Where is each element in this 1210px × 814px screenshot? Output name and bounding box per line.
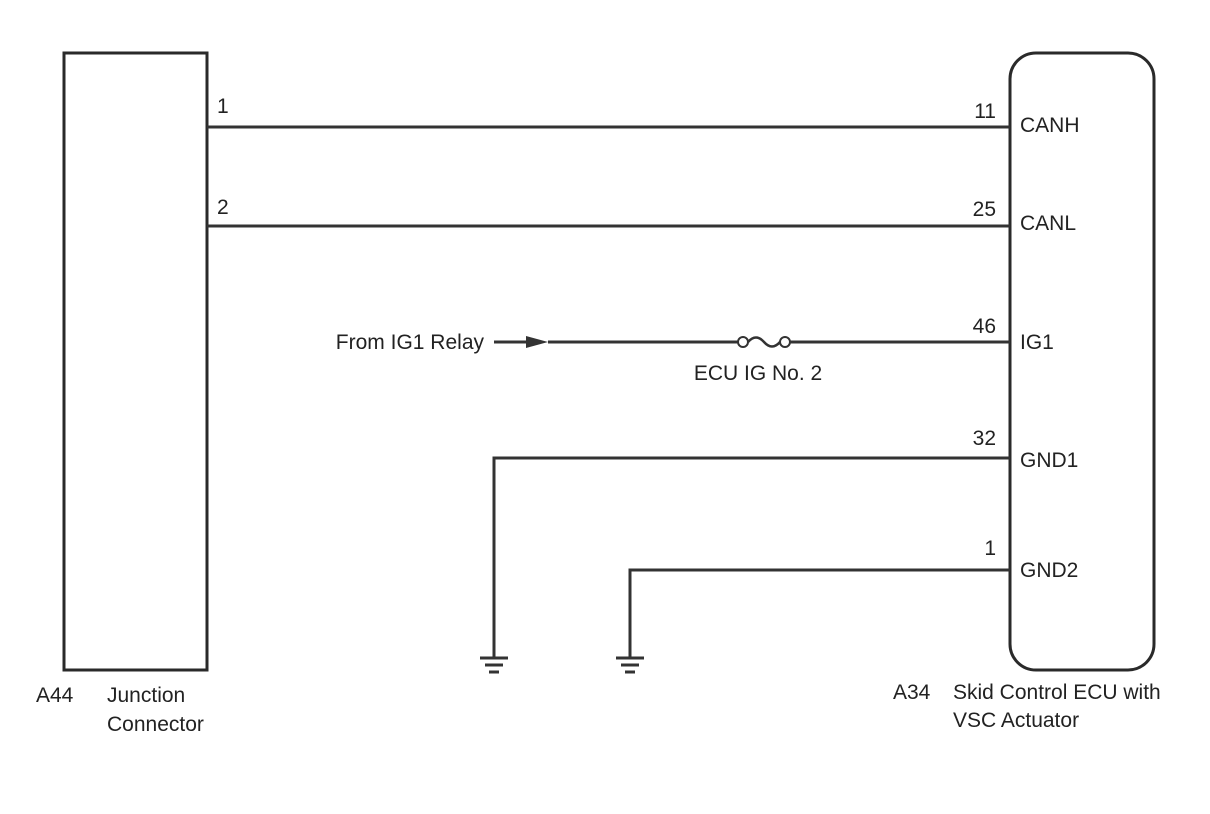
ig1-signal-label: IG1 (1020, 331, 1054, 354)
ground-2-icon (616, 656, 644, 674)
right-pin-11-number: 11 (974, 100, 996, 123)
fuse-icon (737, 336, 791, 348)
gnd2-signal-label: GND2 (1020, 559, 1078, 582)
canl-signal-label: CANL (1020, 212, 1076, 235)
right-component-code: A34 (893, 681, 931, 704)
right-pin-25-number: 25 (973, 198, 996, 221)
left-pin-1-number: 1 (217, 95, 229, 118)
gnd1-wire (492, 456, 1010, 658)
right-component-name-line2: VSC Actuator (953, 709, 1079, 732)
from-ig1-relay-label: From IG1 Relay (336, 331, 485, 354)
right-pin-46-number: 46 (973, 315, 996, 338)
left-component-code: A44 (36, 684, 74, 707)
right-component-name-line1: Skid Control ECU with (953, 681, 1161, 704)
fuse-label: ECU IG No. 2 (694, 362, 822, 385)
skid-control-ecu-box (1008, 51, 1156, 672)
ig1-arrow-head (526, 336, 548, 348)
canh-signal-label: CANH (1020, 114, 1080, 137)
gnd2-wire (628, 568, 1010, 658)
right-pin-1-number: 1 (984, 537, 996, 560)
junction-connector-box (62, 51, 209, 672)
ground-1-icon (480, 656, 508, 674)
left-component-name-line2: Connector (107, 713, 204, 736)
gnd1-signal-label: GND1 (1020, 449, 1078, 472)
left-pin-2-number: 2 (217, 196, 229, 219)
left-component-name-line1: Junction (107, 684, 185, 707)
right-pin-32-number: 32 (973, 427, 996, 450)
